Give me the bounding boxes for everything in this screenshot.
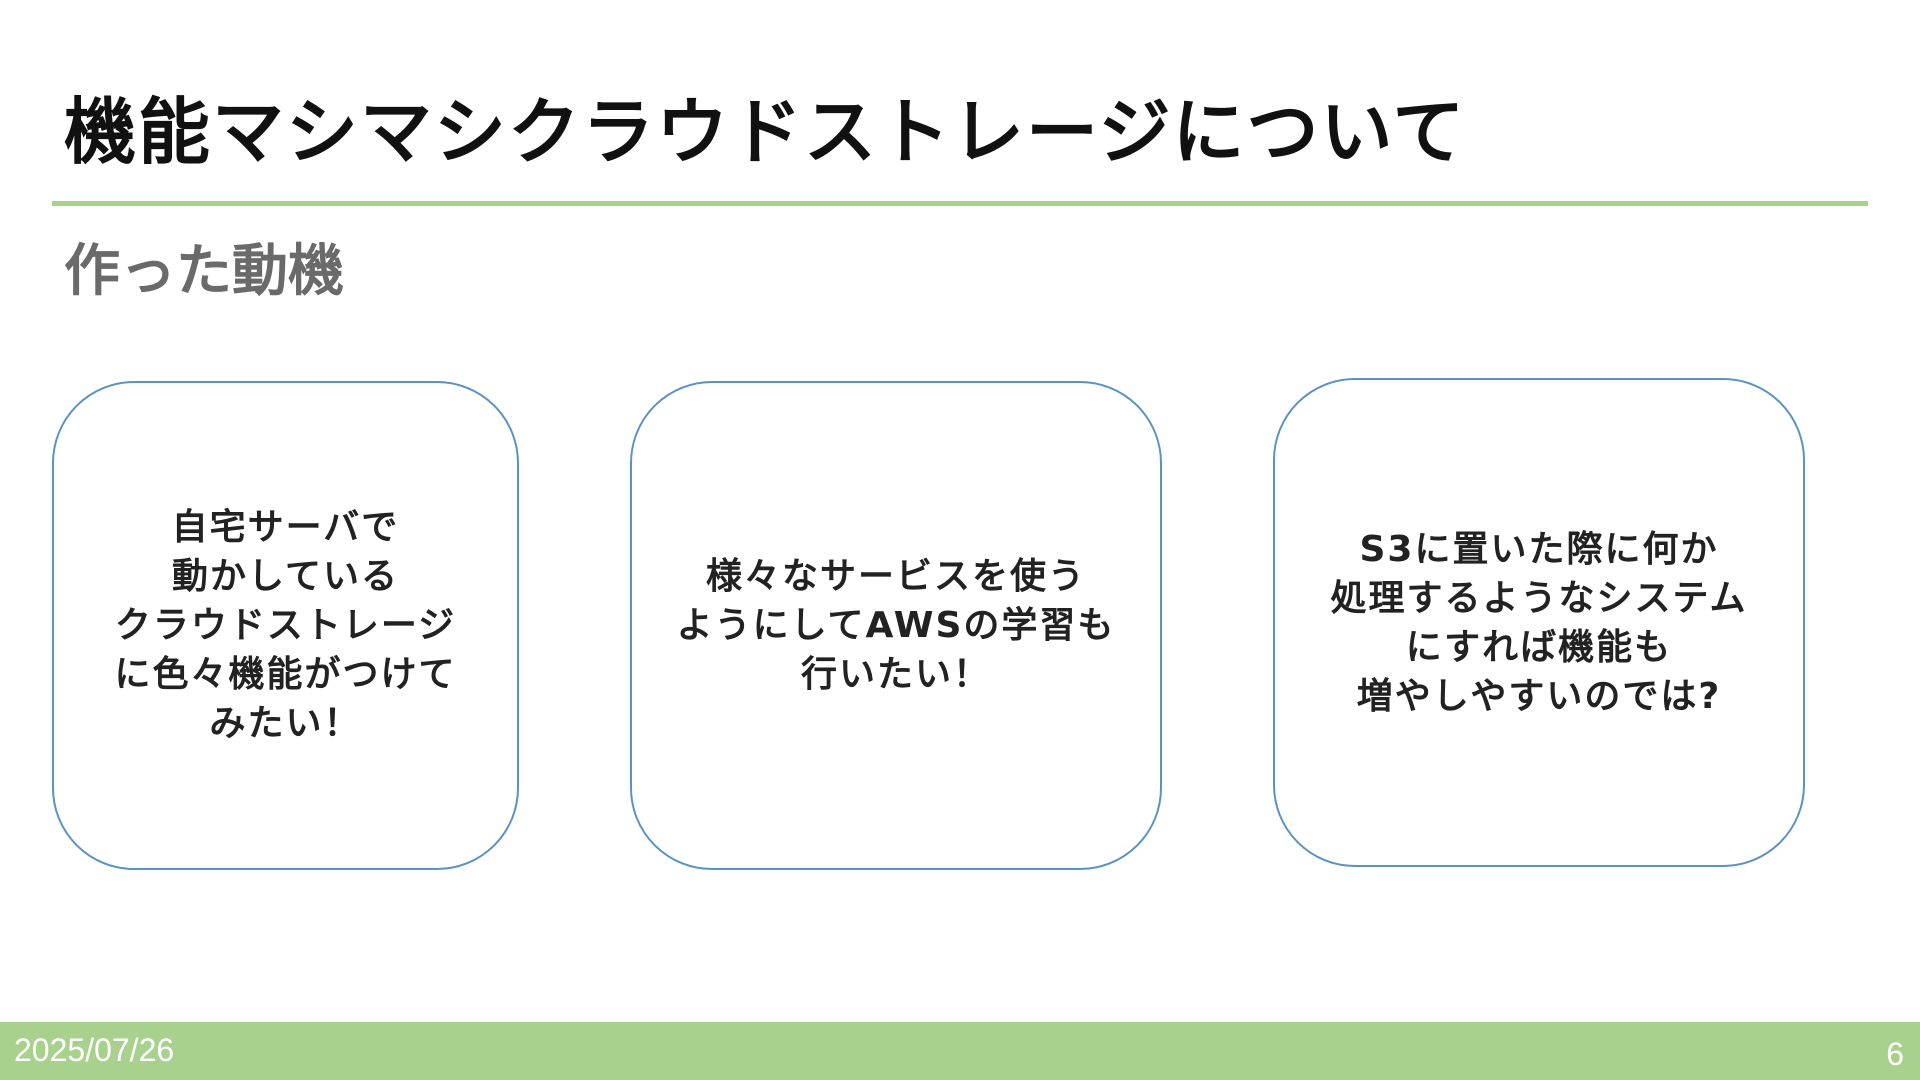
footer-date: 2025/07/26 bbox=[14, 1032, 175, 1068]
card-line: 様々なサービスを使う bbox=[705, 556, 1086, 597]
footer-bar: 2025/07/26 6 bbox=[0, 1022, 1920, 1080]
card-line: ようにしてAWSの学習も bbox=[676, 605, 1116, 646]
card-text: S3に置いた際に何か 処理するようなシステム にすれば機能も 増やしやすいのでは… bbox=[1331, 525, 1748, 721]
card-text: 自宅サーバで 動かしている クラウドストレージ に色々機能がつけて みたい！ bbox=[114, 503, 456, 748]
page-number: 6 bbox=[1886, 1036, 1904, 1072]
card-line: 増やしやすいのでは? bbox=[1356, 675, 1722, 717]
card-line: 行いたい！ bbox=[800, 654, 991, 695]
motivation-card-2: 様々なサービスを使う ようにしてAWSの学習も 行いたい！ bbox=[630, 381, 1162, 870]
motivation-card-3: S3に置いた際に何か 処理するようなシステム にすれば機能も 増やしやすいのでは… bbox=[1273, 378, 1805, 867]
slide-title: 機能マシマシクラウドストレージについて bbox=[64, 90, 1467, 174]
card-line: 動かしている bbox=[172, 556, 399, 597]
card-line: 処理するようなシステム bbox=[1330, 577, 1748, 619]
card-line: に色々機能がつけて bbox=[114, 654, 457, 695]
card-line: クラウドストレージ bbox=[114, 605, 457, 646]
card-line: 自宅サーバで bbox=[171, 507, 400, 548]
card-line: にすれば機能も bbox=[1405, 626, 1673, 668]
card-line: みたい！ bbox=[209, 703, 362, 744]
section-subtitle: 作った動機 bbox=[64, 239, 344, 304]
motivation-card-1: 自宅サーバで 動かしている クラウドストレージ に色々機能がつけて みたい！ bbox=[52, 381, 519, 870]
card-text: 様々なサービスを使う ようにしてAWSの学習も 行いたい！ bbox=[677, 552, 1116, 699]
title-divider bbox=[52, 201, 1868, 206]
card-line: S3に置いた際に何か bbox=[1359, 528, 1719, 570]
